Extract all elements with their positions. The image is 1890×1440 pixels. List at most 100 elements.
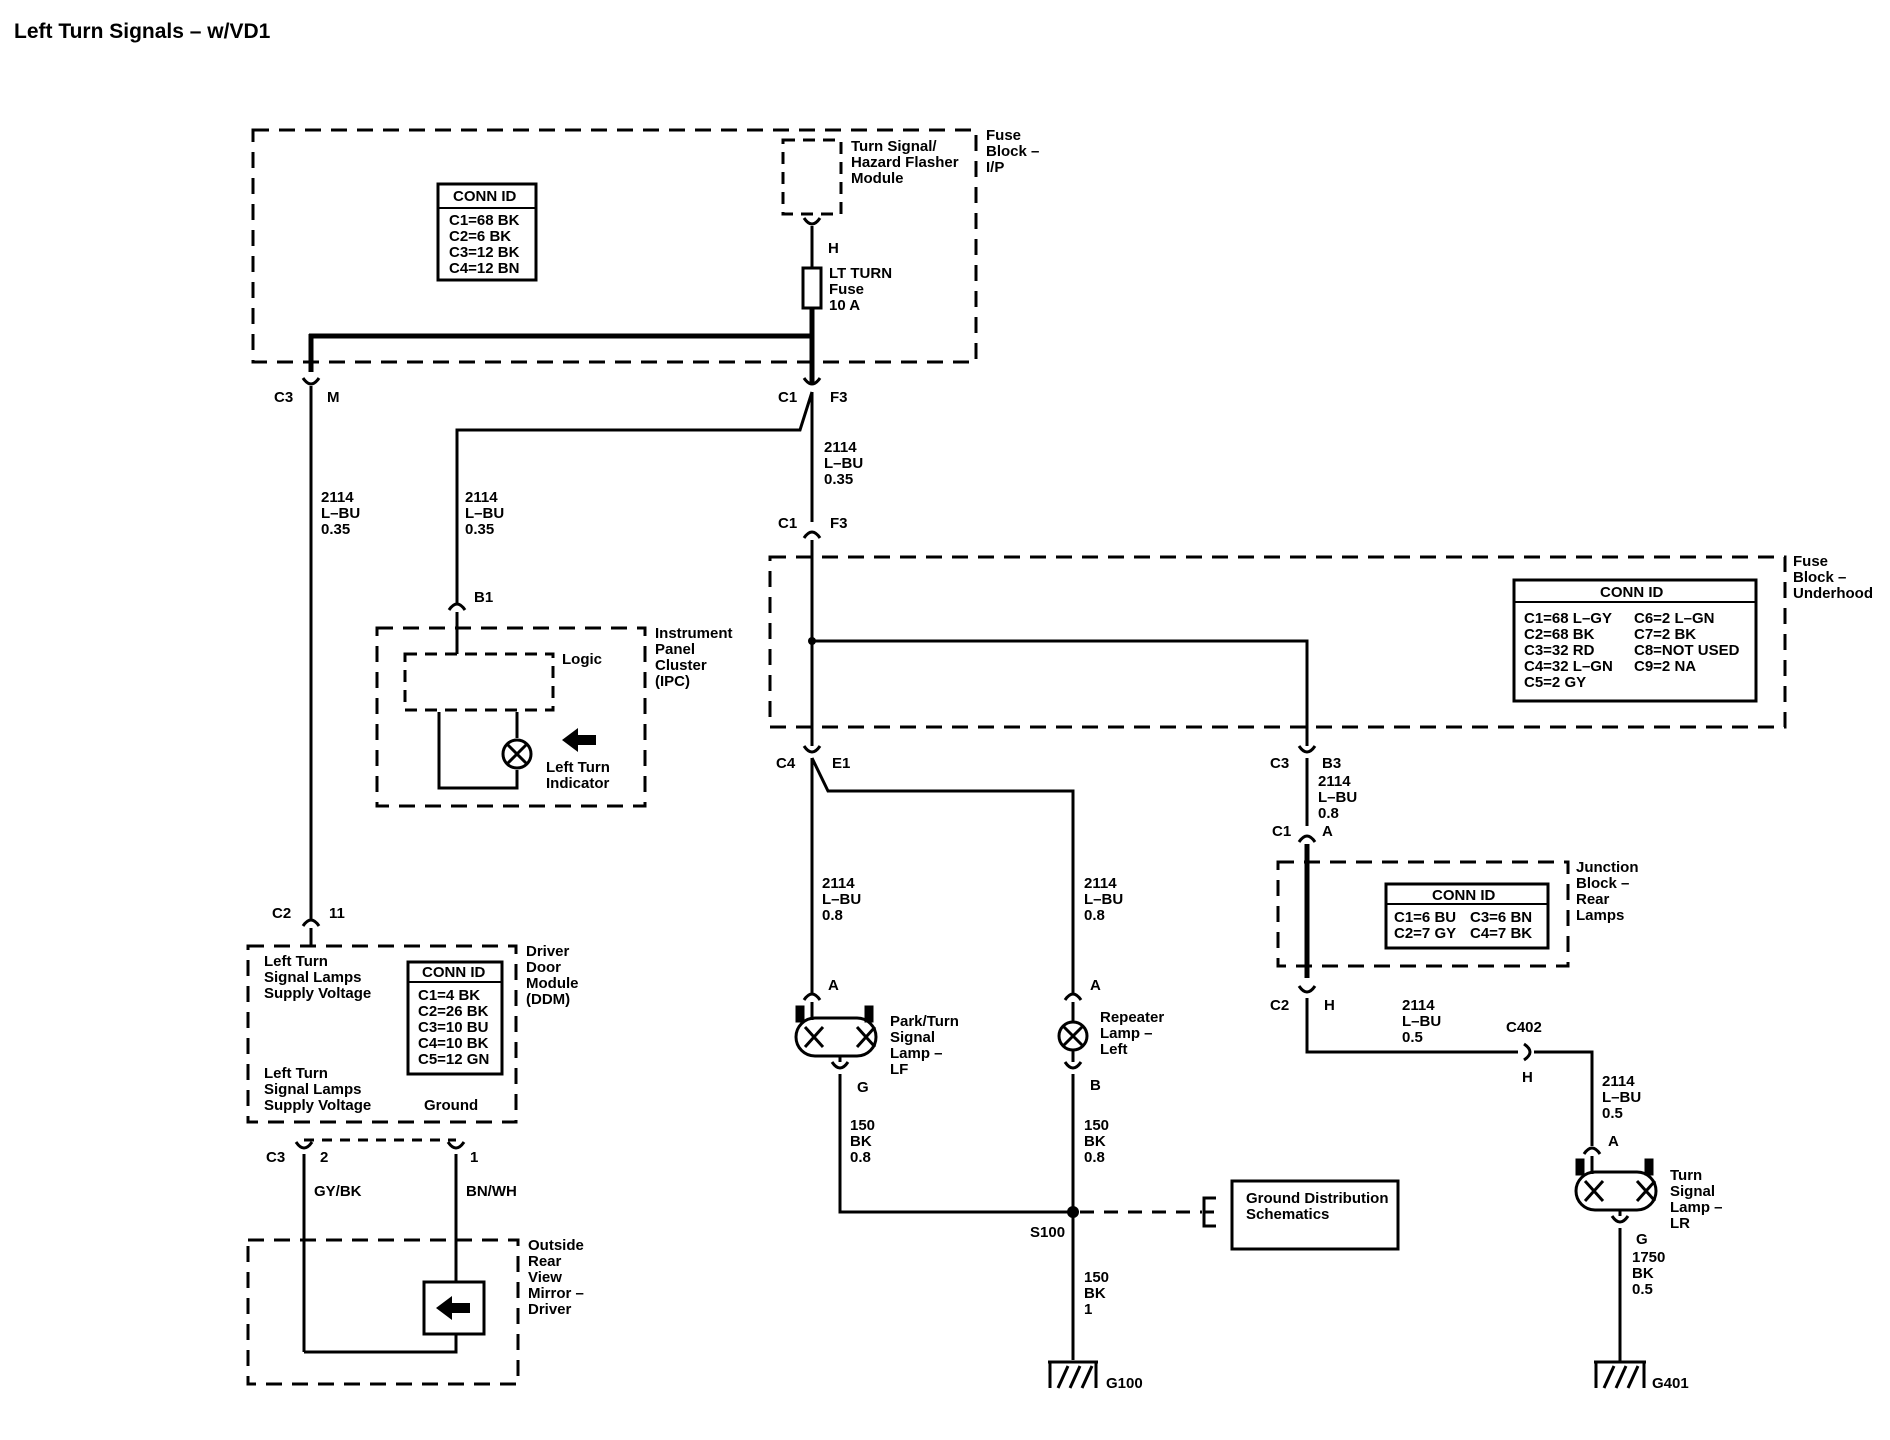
connector-rep-a bbox=[1063, 992, 1083, 1001]
svg-text:C2=6 BK: C2=6 BK bbox=[449, 228, 511, 245]
pin-label-b3: B3 bbox=[1322, 755, 1341, 772]
conn-table-fuse-block-ip: CONN ID C1=68 BK C2=6 BK C3=12 BK C4=12 … bbox=[436, 182, 538, 282]
connector-lr-g bbox=[1610, 1215, 1630, 1224]
svg-text:C5=12 GN: C5=12 GN bbox=[418, 1051, 489, 1068]
svg-text:C3=12 BK: C3=12 BK bbox=[449, 244, 520, 261]
ddm-supply-voltage-top-label: Left Turn Signal Lamps Supply Voltage bbox=[264, 953, 371, 1002]
wire-label-s100-g100: 150 BK 1 bbox=[1084, 1269, 1113, 1318]
wire-label-gy-bk: GY/BK bbox=[314, 1183, 362, 1200]
svg-text:C4=10 BK: C4=10 BK bbox=[418, 1035, 489, 1052]
svg-text:CONN ID: CONN ID bbox=[1600, 584, 1664, 601]
ground-label-g401: G401 bbox=[1652, 1375, 1689, 1392]
pin-label-lr-a: A bbox=[1608, 1133, 1619, 1150]
ground-label-g100: G100 bbox=[1106, 1375, 1143, 1392]
pin-label-2: 2 bbox=[320, 1149, 328, 1166]
mirror-label: Outside Rear View Mirror – Driver bbox=[528, 1237, 588, 1318]
repeater-lamp-icon bbox=[1057, 1020, 1089, 1052]
pin-label-rep-a: A bbox=[1090, 977, 1101, 994]
ground-g100-icon bbox=[1048, 1360, 1098, 1389]
pin-label-a-jb: A bbox=[1322, 823, 1333, 840]
wire-label-uh-jb: 2114 L–BU 0.8 bbox=[1318, 773, 1361, 822]
pin-label-b1: B1 bbox=[474, 589, 493, 606]
svg-text:CONN ID: CONN ID bbox=[453, 188, 517, 205]
pin-label-lr-g: G bbox=[1636, 1231, 1648, 1248]
pin-label-lf-g: G bbox=[857, 1079, 869, 1096]
svg-text:C9=2 NA: C9=2 NA bbox=[1634, 658, 1696, 675]
connector-ip-c1-f3 bbox=[802, 377, 822, 386]
pin-label-f3-uh: F3 bbox=[830, 515, 848, 532]
connector-ip-c3-m bbox=[301, 377, 321, 386]
connector-ddm-c3-2 bbox=[294, 1141, 314, 1150]
connector-lf-g bbox=[830, 1061, 850, 1070]
svg-text:C1=68 BK: C1=68 BK bbox=[449, 212, 520, 229]
conn-table-fuse-block-underhood: CONN ID C1=68 L–GY C2=68 BK C3=32 RD C4=… bbox=[1512, 578, 1758, 703]
ground-distribution-label: Ground Distribution Schematics bbox=[1246, 1190, 1393, 1223]
turn-signal-lamp-lr-label: Turn Signal Lamp – LR bbox=[1670, 1167, 1727, 1232]
svg-text:C4=32 L–GN: C4=32 L–GN bbox=[1524, 658, 1613, 675]
pin-label-h: H bbox=[828, 240, 839, 257]
connector-rep-b bbox=[1063, 1061, 1083, 1070]
splice-s100 bbox=[1067, 1206, 1079, 1218]
svg-text:C2=68 BK: C2=68 BK bbox=[1524, 626, 1595, 643]
park-turn-lamp-lf-icon bbox=[794, 1005, 878, 1058]
svg-text:C2=7 GY: C2=7 GY bbox=[1394, 925, 1456, 942]
ddm-supply-voltage-bottom-label: Left Turn Signal Lamps Supply Voltage bbox=[264, 1065, 371, 1114]
wire-label-lr-ground: 1750 BK 0.5 bbox=[1632, 1249, 1670, 1298]
ddm-ground-label: Ground bbox=[424, 1097, 478, 1114]
pin-label-lf-a: A bbox=[828, 977, 839, 994]
wire-label-repeater: 2114 L–BU 0.8 bbox=[1084, 875, 1127, 924]
lt-turn-fuse bbox=[801, 266, 823, 310]
pin-label-m: M bbox=[327, 389, 340, 406]
wire-label-ipc-feed: 2114 L–BU 0.35 bbox=[465, 489, 508, 538]
svg-text:C7=2 BK: C7=2 BK bbox=[1634, 626, 1696, 643]
connector-jb-c2-h bbox=[1297, 985, 1317, 994]
svg-text:C3=10 BU: C3=10 BU bbox=[418, 1019, 488, 1036]
wire-label-c402-lr: 2114 L–BU 0.5 bbox=[1602, 1073, 1645, 1122]
ipc-label: Instrument Panel Cluster (IPC) bbox=[655, 625, 737, 690]
connector-ipc-b1 bbox=[447, 602, 467, 611]
wire-label-repeater-ground: 150 BK 0.8 bbox=[1084, 1117, 1113, 1166]
conn-label-c2-ddm: C2 bbox=[272, 905, 291, 922]
conn-label-c1-uh: C1 bbox=[778, 515, 797, 532]
mirror-arrow-icon bbox=[436, 1296, 470, 1320]
connector-lf-a bbox=[802, 992, 822, 1001]
conn-table-junction-block: CONN ID C1=6 BU C2=7 GY C3=6 BN C4=7 BK bbox=[1384, 882, 1550, 950]
conn-label-c1: C1 bbox=[778, 389, 797, 406]
conn-label-c4: C4 bbox=[776, 755, 796, 772]
wire-label-bn-wh: BN/WH bbox=[466, 1183, 517, 1200]
left-turn-indicator-lamp-icon bbox=[501, 738, 533, 770]
wire-label-lf: 2114 L–BU 0.8 bbox=[822, 875, 865, 924]
mirror-box bbox=[246, 1238, 520, 1386]
connector-c402 bbox=[1523, 1042, 1532, 1062]
flasher-module-label: Turn Signal/ Hazard Flasher Module bbox=[851, 138, 963, 187]
svg-text:C1=4 BK: C1=4 BK bbox=[418, 987, 480, 1004]
conn-label-c402: C402 bbox=[1506, 1019, 1542, 1036]
connector-uh-c3-b3 bbox=[1297, 745, 1317, 754]
pin-label-1: 1 bbox=[470, 1149, 478, 1166]
connector-ddm-1 bbox=[446, 1141, 466, 1150]
connector-h-flasher bbox=[802, 217, 822, 226]
svg-text:C5=2 GY: C5=2 GY bbox=[1524, 674, 1586, 691]
wire-label-ip-underhood: 2114 L–BU 0.35 bbox=[824, 439, 867, 488]
wire-label-ddm-feed: 2114 L–BU 0.35 bbox=[321, 489, 364, 538]
svg-text:C2=26 BK: C2=26 BK bbox=[418, 1003, 489, 1020]
svg-text:C1=6 BU: C1=6 BU bbox=[1394, 909, 1456, 926]
ground-distribution-box bbox=[1230, 1179, 1400, 1251]
pin-label-11: 11 bbox=[329, 905, 345, 922]
splice-label-s100: S100 bbox=[1030, 1224, 1065, 1241]
park-turn-lamp-lf-label: Park/Turn Signal Lamp – LF bbox=[890, 1013, 963, 1078]
ground-g401-icon bbox=[1594, 1360, 1646, 1389]
conn-label-c3-uh: C3 bbox=[1270, 755, 1289, 772]
svg-text:C4=12 BN: C4=12 BN bbox=[449, 260, 519, 277]
ddm-label: Driver Door Module (DDM) bbox=[526, 943, 583, 1008]
conn-label-c2-jb: C2 bbox=[1270, 997, 1289, 1014]
svg-text:C8=NOT USED: C8=NOT USED bbox=[1634, 642, 1740, 659]
svg-text:CONN ID: CONN ID bbox=[422, 964, 486, 981]
turn-signal-lamp-lr-icon bbox=[1574, 1158, 1658, 1212]
conn-label-c3: C3 bbox=[274, 389, 293, 406]
repeater-lamp-label: Repeater Lamp – Left bbox=[1100, 1009, 1168, 1058]
pin-label-rep-b: B bbox=[1090, 1077, 1101, 1094]
svg-text:C3=6 BN: C3=6 BN bbox=[1470, 909, 1532, 926]
conn-label-c3-ddm: C3 bbox=[266, 1149, 285, 1166]
